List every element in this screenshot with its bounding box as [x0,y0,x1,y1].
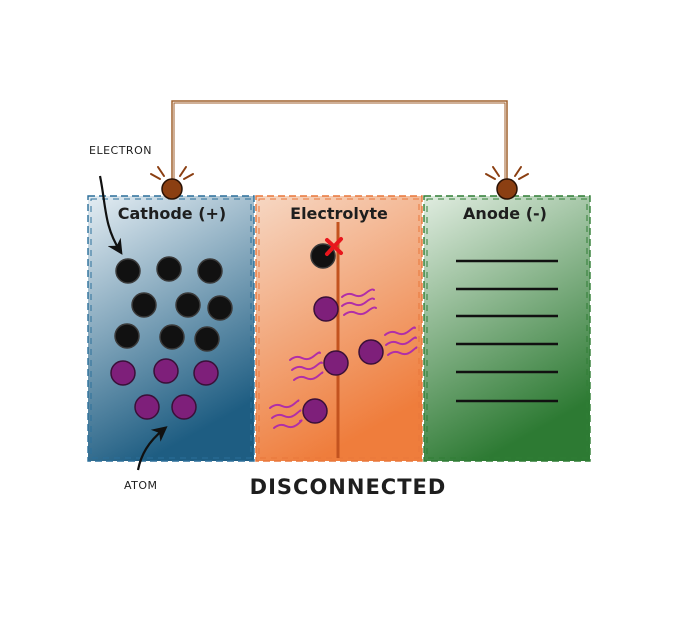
electron-annotation: ELECTRON [89,144,152,157]
electron [114,323,140,349]
ion [313,288,377,322]
anode-label: Anode (-) [463,204,547,223]
electron [194,326,220,352]
wire [171,100,508,182]
electrolyte-ions [269,288,418,429]
electron [156,256,182,282]
atom [171,394,197,420]
electron-pointer-arrow [98,175,123,255]
electron [175,292,201,318]
atom-pointer-arrow [136,426,168,471]
electron [115,258,141,284]
blocked-electron [310,237,343,269]
cathode-atoms [110,358,219,420]
atom [153,358,179,384]
cathode-electrons [114,256,233,352]
electron [131,292,157,318]
anode-layers [456,259,558,403]
ion [358,326,418,365]
atom [134,394,160,420]
atom-annotation: ATOM [124,479,158,492]
atom [193,360,219,386]
electron [159,324,185,350]
atom [110,360,136,386]
electron [197,258,223,284]
cathode-label: Cathode (+) [118,204,226,223]
blocked-x-icon [325,237,343,256]
cathode-terminal [150,166,194,200]
electrolyte-label: Electrolyte [290,204,388,223]
anode-cell [423,195,591,462]
ion [289,350,349,381]
anode-terminal [485,166,529,200]
ion [269,398,328,429]
status-label: DISCONNECTED [250,475,447,499]
electron [207,295,233,321]
electrolyte-cell [255,195,423,462]
